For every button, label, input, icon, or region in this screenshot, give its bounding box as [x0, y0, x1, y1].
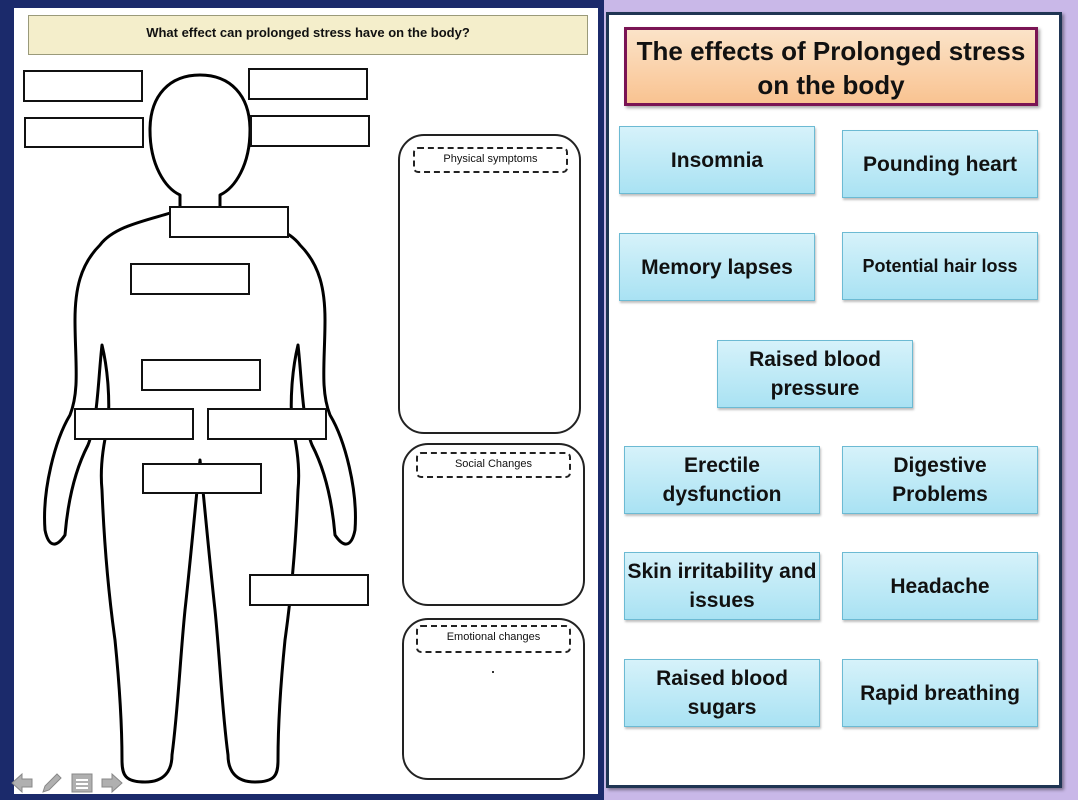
blank-label-box[interactable]: [23, 70, 143, 102]
blank-label-box[interactable]: [130, 263, 250, 295]
blank-label-box[interactable]: [74, 408, 194, 440]
effect-card-raised-blood-sugars[interactable]: Raised blood sugars: [624, 659, 820, 727]
effects-panel-title: The effects of Prolonged stress on the b…: [624, 27, 1038, 106]
effect-card-rapid-breathing[interactable]: Rapid breathing: [842, 659, 1038, 727]
blank-label-box[interactable]: [24, 117, 144, 148]
slide-nav: [10, 770, 130, 796]
blank-label-box[interactable]: [207, 408, 327, 440]
effect-card-digestive-problems[interactable]: Digestive Problems: [842, 446, 1038, 514]
blank-label-box[interactable]: [250, 115, 370, 147]
social-changes-title: Social Changes: [416, 452, 571, 478]
blank-label-box[interactable]: [249, 574, 369, 606]
blank-label-box[interactable]: [142, 463, 262, 494]
effect-card-pounding-heart[interactable]: Pounding heart: [842, 130, 1038, 198]
blank-label-box[interactable]: [248, 68, 368, 100]
effect-card-skin-irritability[interactable]: Skin irritability and issues: [624, 552, 820, 620]
effect-card-memory-lapses[interactable]: Memory lapses: [619, 233, 815, 301]
effect-card-potential-hair-loss[interactable]: Potential hair loss: [842, 232, 1038, 300]
menu-icon[interactable]: [70, 771, 94, 795]
effect-card-headache[interactable]: Headache: [842, 552, 1038, 620]
effect-card-erectile-dysfunction[interactable]: Erectile dysfunction: [624, 446, 820, 514]
blank-label-box[interactable]: [141, 359, 261, 391]
emotional-changes-title: Emotional changes: [416, 625, 571, 653]
stray-dot: [492, 671, 494, 673]
physical-symptoms-box[interactable]: [398, 134, 581, 434]
worksheet-question: What effect can prolonged stress have on…: [28, 15, 588, 55]
arrow-left-icon[interactable]: [10, 771, 34, 795]
arrow-right-icon[interactable]: [100, 771, 124, 795]
effect-card-raised-blood-pressure[interactable]: Raised blood pressure: [717, 340, 913, 408]
physical-symptoms-title: Physical symptoms: [413, 147, 568, 173]
pen-icon[interactable]: [40, 771, 64, 795]
blank-label-box[interactable]: [169, 206, 289, 238]
effect-card-insomnia[interactable]: Insomnia: [619, 126, 815, 194]
